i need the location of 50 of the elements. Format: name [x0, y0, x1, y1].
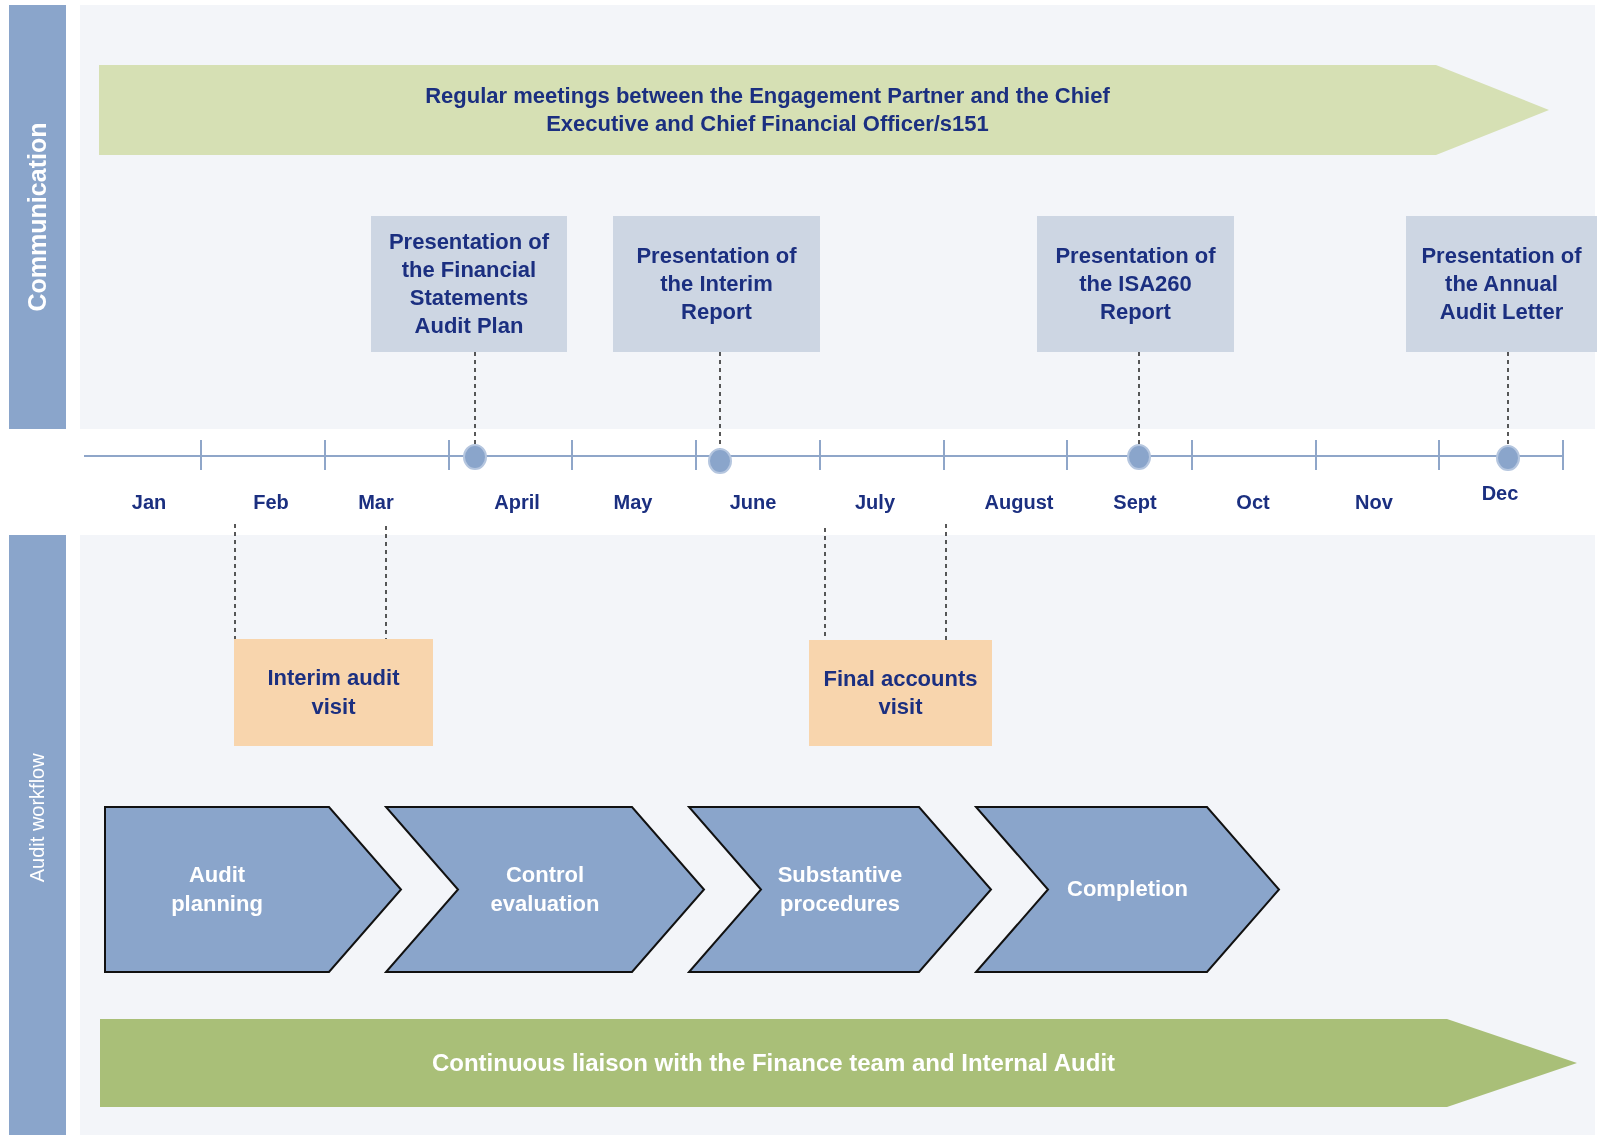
milestone-dot	[708, 449, 732, 473]
month-label: July	[855, 490, 895, 514]
month-label: Nov	[1355, 490, 1393, 514]
month-label: May	[613, 490, 653, 514]
process-step	[386, 807, 704, 972]
banner-text: Regular meetings between the Engagement Partner and the Chief Executive and Chief Financial Officer/s151	[424, 81, 1111, 138]
step-label: Completion	[1066, 875, 1189, 904]
month-label: Feb	[253, 490, 289, 514]
box-label: Presentation of the ISA260 Report	[1054, 241, 1217, 327]
milestone-box	[234, 639, 433, 746]
milestone-box	[809, 640, 992, 746]
process-step	[105, 807, 401, 972]
month-label: Sept	[1113, 490, 1157, 514]
milestone-box	[1037, 216, 1234, 352]
box-label: Presentation of the Annual Audit Letter	[1420, 241, 1583, 327]
banner-arrow	[100, 1019, 1577, 1107]
milestone-dot	[463, 445, 487, 469]
month-label: Mar	[358, 490, 394, 514]
month-label: Jan	[131, 490, 167, 514]
leader-line	[385, 525, 387, 640]
milestone-box	[1406, 216, 1597, 352]
box-label: Presentation of the Financial Statements Audit Plan	[387, 227, 551, 341]
month-label: June	[729, 490, 777, 514]
leader-line	[945, 523, 947, 641]
leader-line	[1138, 351, 1140, 446]
milestone-dot	[1496, 446, 1520, 470]
leader-line	[1507, 351, 1509, 447]
section-title: Audit workflow	[24, 753, 49, 883]
process-step	[976, 807, 1279, 972]
box-label: Final accounts visit	[822, 664, 979, 721]
box-label: Presentation of the Interim Report	[635, 241, 798, 327]
month-label: April	[494, 490, 540, 514]
month-label: Dec	[1481, 481, 1519, 505]
banner-arrow	[99, 65, 1549, 155]
section-band	[9, 535, 66, 1135]
section-title: Communication	[22, 122, 53, 312]
box-label: Interim audit visit	[266, 664, 401, 721]
milestone-box	[371, 216, 567, 352]
process-step	[689, 807, 991, 972]
step-label: Control evaluation	[489, 861, 601, 918]
month-label: Oct	[1236, 490, 1270, 514]
milestone-dot	[1127, 445, 1151, 469]
leader-line	[474, 351, 476, 446]
milestone-box	[613, 216, 820, 352]
step-label: Substantive procedures	[776, 861, 904, 918]
banner-text: Continuous liaison with the Finance team and Internal Audit	[430, 1047, 1117, 1078]
leader-line	[234, 523, 236, 640]
section-band	[9, 5, 66, 429]
step-label: Audit planning	[170, 861, 264, 918]
month-label: August	[984, 490, 1054, 514]
